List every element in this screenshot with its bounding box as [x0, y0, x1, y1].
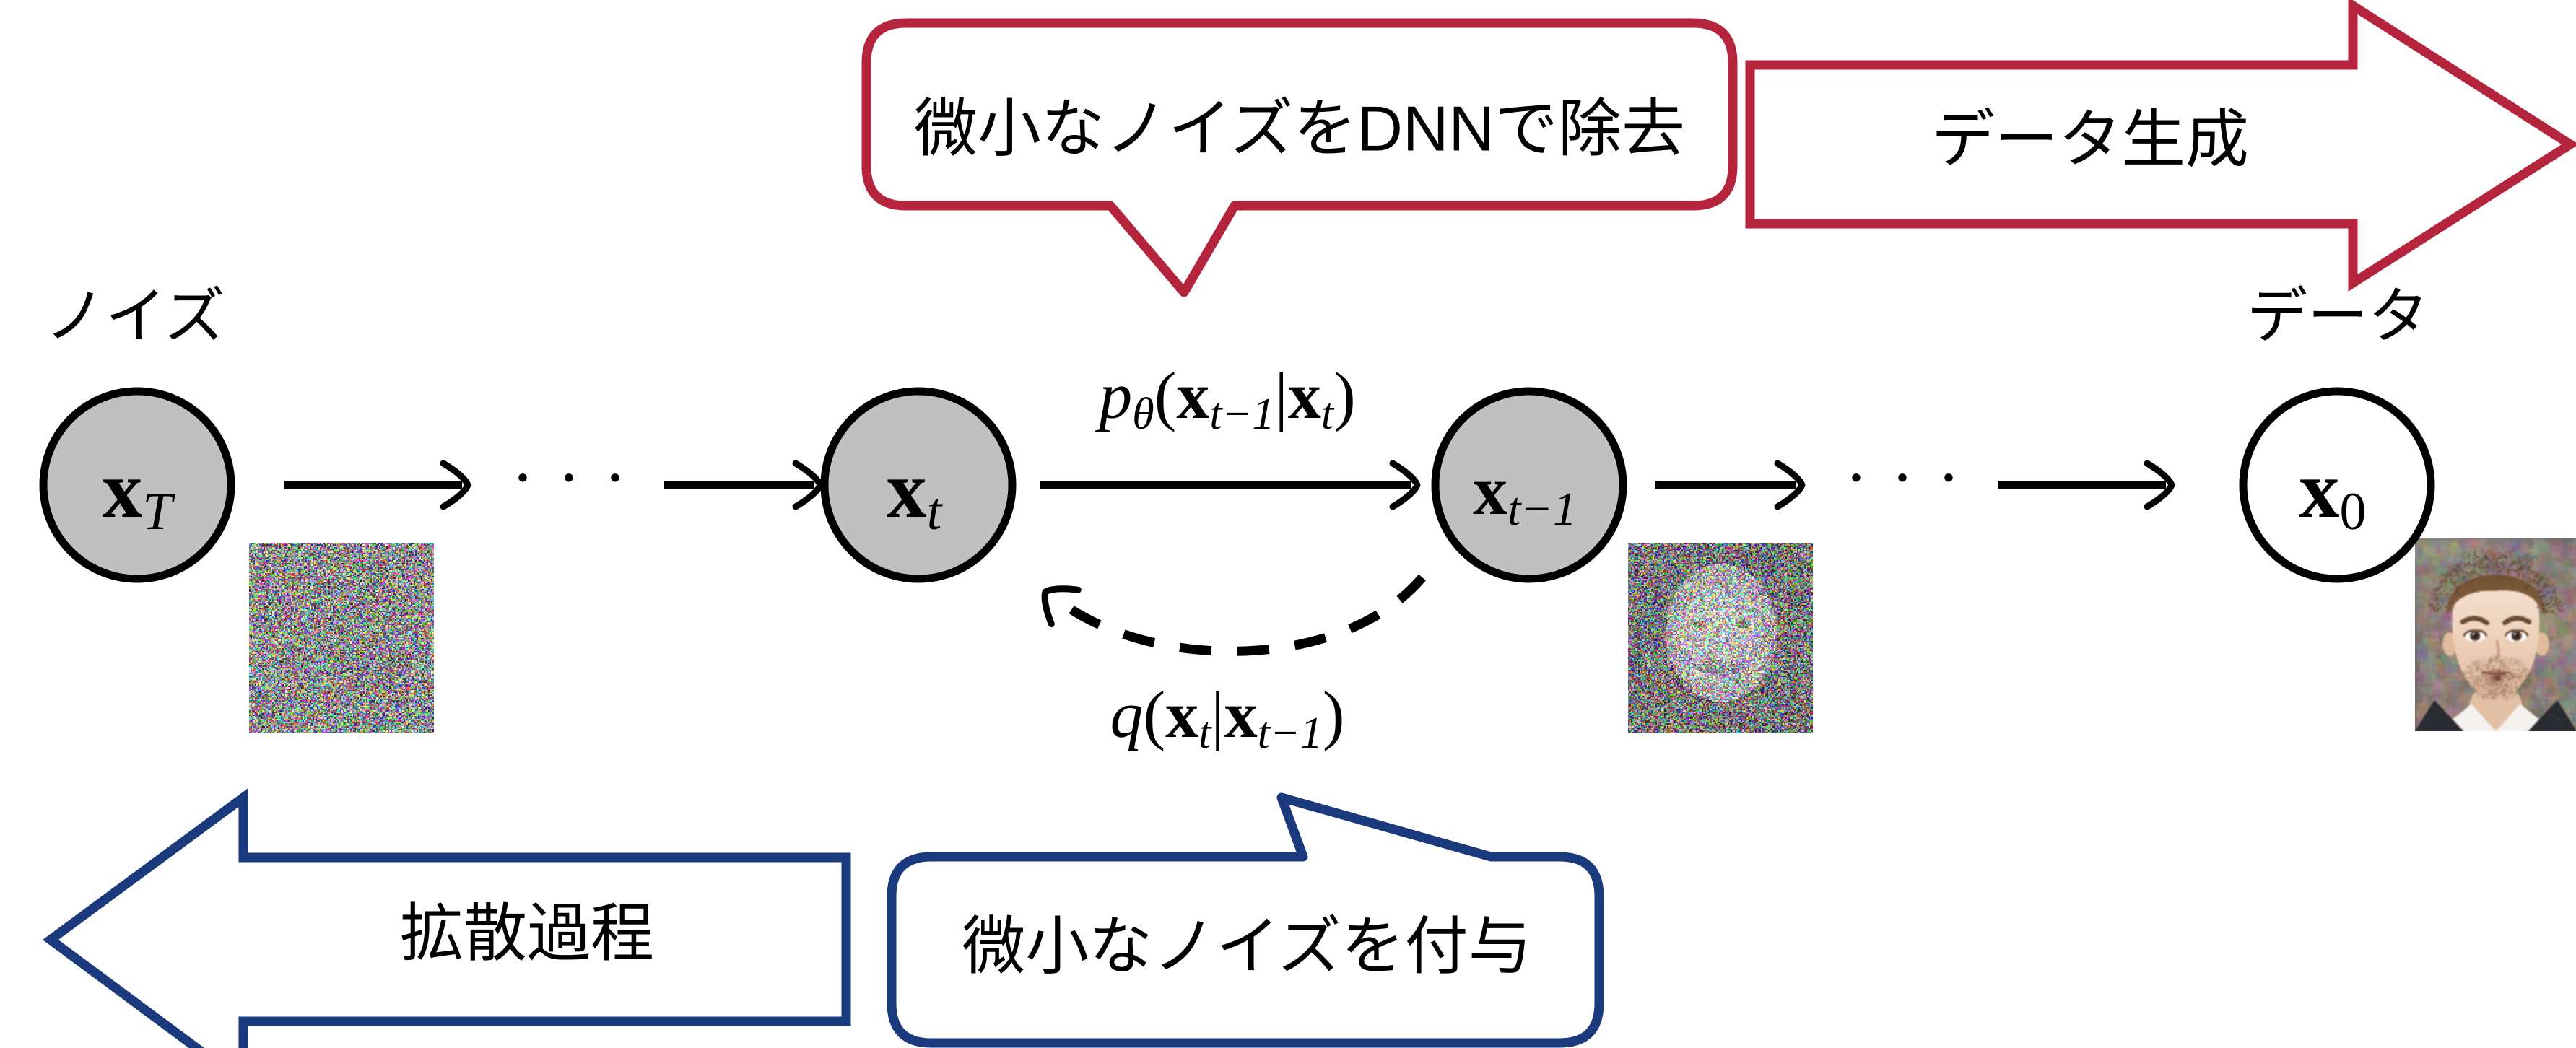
- callout-add-noise-shape: [887, 792, 1604, 1048]
- formula-reverse-close: ): [1333, 359, 1356, 432]
- pure-noise-image: [249, 543, 434, 733]
- node-xT-sub: T: [142, 482, 175, 541]
- formula-reverse: pθ(xt−1|xt): [1095, 359, 1355, 439]
- chain-arrow-ellipsis-to-x0: [1998, 463, 2172, 507]
- svg-text:xt−1: xt−1: [1473, 452, 1577, 536]
- svg-text:xt: xt: [887, 445, 944, 541]
- formula-reverse-a-sub: t−1: [1209, 390, 1274, 439]
- node-xtm1-sub: t−1: [1507, 483, 1577, 536]
- chain-arrow-xtm1-to-ellipsis: [1655, 463, 1802, 507]
- block-arrow-data-generation: データ生成: [1745, 0, 2576, 292]
- node-x0-sub: 0: [2340, 482, 2367, 541]
- formula-reverse-bar: |: [1274, 359, 1287, 432]
- formula-reverse-b-sub: t: [1321, 390, 1335, 439]
- node-xtm1-circle: [1431, 387, 1627, 583]
- node-xt-base: x: [887, 445, 927, 535]
- node-x0-base: x: [2299, 445, 2340, 535]
- formula-reverse-a: x: [1176, 359, 1209, 432]
- formula-reverse-b: x: [1288, 359, 1321, 432]
- node-xt-circle: [820, 387, 1017, 583]
- callout-add-noise-label: 微小なノイズを付与: [962, 910, 1531, 982]
- callout-add-noise: 微小なノイズを付与: [887, 792, 1604, 1048]
- block-arrow-data-generation-label: データ生成: [1931, 103, 2249, 175]
- node-xT[interactable]: xT: [39, 387, 235, 583]
- node-xT-base: x: [102, 445, 142, 535]
- noisy-face-image: [1628, 543, 1813, 733]
- block-arrow-diffusion-process: 拡散過程: [43, 788, 851, 1048]
- node-xtm1[interactable]: xt−1: [1431, 387, 1627, 583]
- formula-forward-a: x: [1165, 678, 1198, 751]
- node-xt[interactable]: xt: [820, 387, 1017, 583]
- chain-arrow-xT-to-ellipsis: [284, 463, 468, 507]
- ellipsis-left: · · ·: [511, 439, 630, 516]
- ellipsis-right: · · ·: [1845, 439, 1963, 516]
- block-arrow-data-generation-shape: [1745, 0, 2576, 292]
- formula-reverse-open: (: [1154, 359, 1177, 432]
- callout-denoise-dnn-shape: [861, 18, 1738, 297]
- svg-text:q(xt|xt−1): q(xt|xt−1): [1110, 678, 1344, 758]
- formula-forward-b-sub: t−1: [1258, 709, 1323, 758]
- svg-text:x0: x0: [2299, 445, 2367, 541]
- formula-forward: q(xt|xt−1): [1110, 678, 1344, 758]
- clean-face-image: [2415, 538, 2576, 731]
- node-x0-circle: [2239, 387, 2435, 583]
- block-arrow-diffusion-process-label: 拡散過程: [400, 897, 654, 969]
- formula-forward-fn: q: [1110, 678, 1143, 751]
- formula-reverse-fn-sub: θ: [1132, 390, 1154, 439]
- noise-label: ノイズ: [45, 282, 225, 350]
- node-xt-sub: t: [927, 482, 944, 541]
- node-x0[interactable]: x0: [2239, 387, 2435, 583]
- formula-forward-a-sub: t: [1198, 709, 1212, 758]
- block-arrow-diffusion-process-shape: [43, 788, 851, 1048]
- reverse-process-arrow: [1040, 463, 1417, 507]
- svg-text:xT: xT: [102, 445, 175, 541]
- formula-reverse-fn: p: [1095, 359, 1132, 432]
- forward-process-arrow: [1032, 575, 1426, 656]
- node-xtm1-base: x: [1473, 452, 1507, 529]
- formula-forward-b: x: [1224, 678, 1258, 751]
- formula-forward-open: (: [1143, 678, 1165, 751]
- formula-forward-close: ): [1323, 678, 1345, 751]
- svg-text:pθ(xt−1|xt): pθ(xt−1|xt): [1095, 359, 1355, 439]
- callout-denoise-dnn-label: 微小なノイズをDNNで除去: [914, 92, 1685, 164]
- callout-denoise-dnn: 微小なノイズをDNNで除去: [861, 18, 1738, 297]
- node-xT-circle: [39, 387, 235, 583]
- data-label: データ: [2247, 282, 2429, 350]
- formula-forward-bar: |: [1211, 678, 1224, 751]
- chain-arrow-ellipsis-to-xt: [664, 463, 820, 507]
